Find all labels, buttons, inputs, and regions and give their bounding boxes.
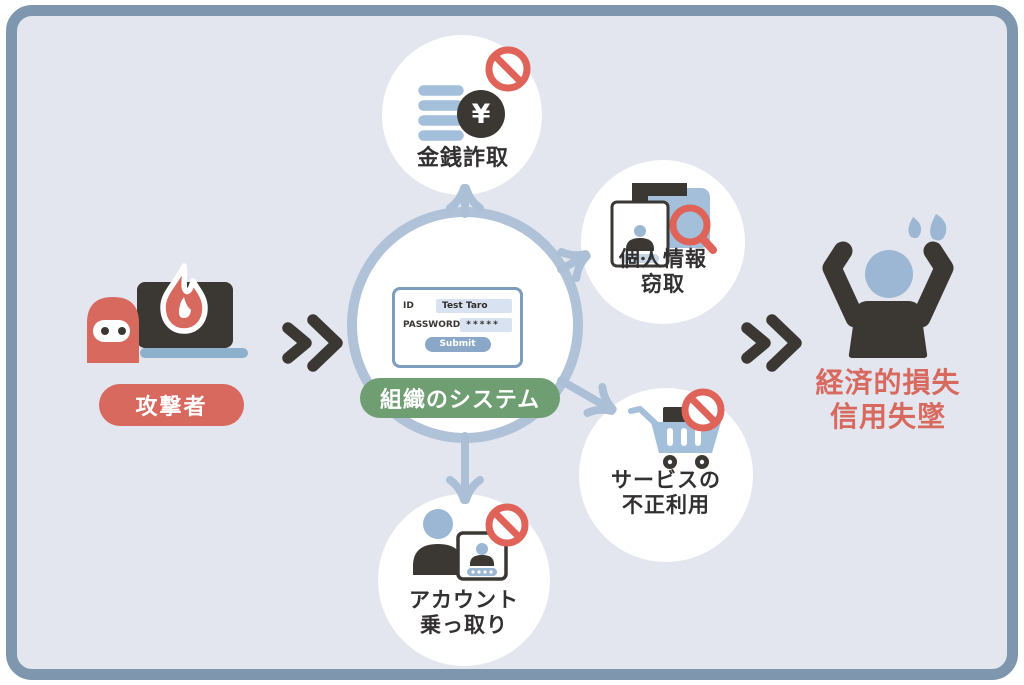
cart-wheels <box>663 455 709 469</box>
prohibited-icon-service <box>681 388 725 432</box>
outcome-label: 経済的損失 信用失墜 <box>798 366 978 434</box>
yen-badge <box>457 90 505 138</box>
id-label: ID <box>403 301 414 311</box>
label-line: 窃取 <box>641 272 685 296</box>
prohibited-icon-money <box>485 46 531 92</box>
prohibited-icon-account <box>485 503 529 547</box>
account-card-strip <box>467 568 497 576</box>
submit-button[interactable]: Submit <box>424 337 491 352</box>
label-account-takeover: アカウント 乗っ取り <box>379 588 549 638</box>
chevron-left-icon <box>282 314 343 372</box>
attacker-badge: 攻撃者 <box>99 384 244 426</box>
distressed-head <box>865 250 913 298</box>
label-line: 不正利用 <box>622 493 710 517</box>
arrows-group <box>446 184 617 504</box>
login-window: ID Test Taro PASSWORD ***** Submit <box>392 287 523 368</box>
id-card-search-icon <box>610 183 717 268</box>
label-line: 個人情報 <box>619 247 707 271</box>
password-label: PASSWORD <box>403 320 461 330</box>
system-badge: 組織のシステム <box>360 378 560 418</box>
cart-prohibited-icon <box>628 388 725 469</box>
outcome-line: 信用失墜 <box>829 400 946 433</box>
label-line: サービスの <box>611 468 721 492</box>
password-row: PASSWORD ***** <box>403 318 512 332</box>
person-body <box>413 544 463 575</box>
arrow-upper-right <box>557 248 591 282</box>
attacker-icon <box>87 263 248 363</box>
label-line: 乗っ取り <box>420 613 508 637</box>
password-input[interactable]: ***** <box>460 318 512 332</box>
label-service-abuse: サービスの 不正利用 <box>581 468 751 518</box>
id-input[interactable]: Test Taro <box>436 299 512 313</box>
arrow-up <box>446 184 484 218</box>
arrow-lower-right <box>557 376 617 417</box>
chevron-right-icon <box>741 314 802 372</box>
label-money-fraud: 金銭詐取 <box>378 146 548 171</box>
label-line: アカウント <box>409 588 519 612</box>
label-info-theft: 個人情報 窃取 <box>578 247 748 297</box>
coins-yen-icon <box>415 46 531 144</box>
yen-symbol: ¥ <box>471 98 491 130</box>
raised-arms <box>822 241 954 328</box>
account-card-head <box>476 543 488 555</box>
sweat-drops-icon <box>908 214 947 241</box>
account-card-dots <box>471 570 493 574</box>
arrow-down <box>446 432 484 504</box>
cart-handle <box>628 406 659 427</box>
person-head <box>423 509 453 539</box>
laptop-base <box>140 348 248 358</box>
card-number-dots <box>627 256 652 261</box>
id-row: ID Test Taro <box>403 299 512 313</box>
cart-slots <box>667 428 701 446</box>
label-line: 金銭詐取 <box>416 146 509 171</box>
hacker-mask <box>93 320 130 342</box>
distressed-person-icon <box>822 214 954 358</box>
card-number-strip <box>621 254 659 263</box>
card-avatar-body <box>626 238 654 251</box>
hacker-eye-right <box>118 327 126 335</box>
account-card-body <box>470 555 494 566</box>
magnifier-icon <box>669 204 717 254</box>
card-avatar-head <box>634 225 646 237</box>
outcome-line: 経済的損失 <box>815 366 961 399</box>
flame-hollow <box>179 297 191 318</box>
account-takeover-icon <box>413 503 529 581</box>
hacker-eye-left <box>101 327 109 335</box>
person-torso <box>848 301 928 358</box>
